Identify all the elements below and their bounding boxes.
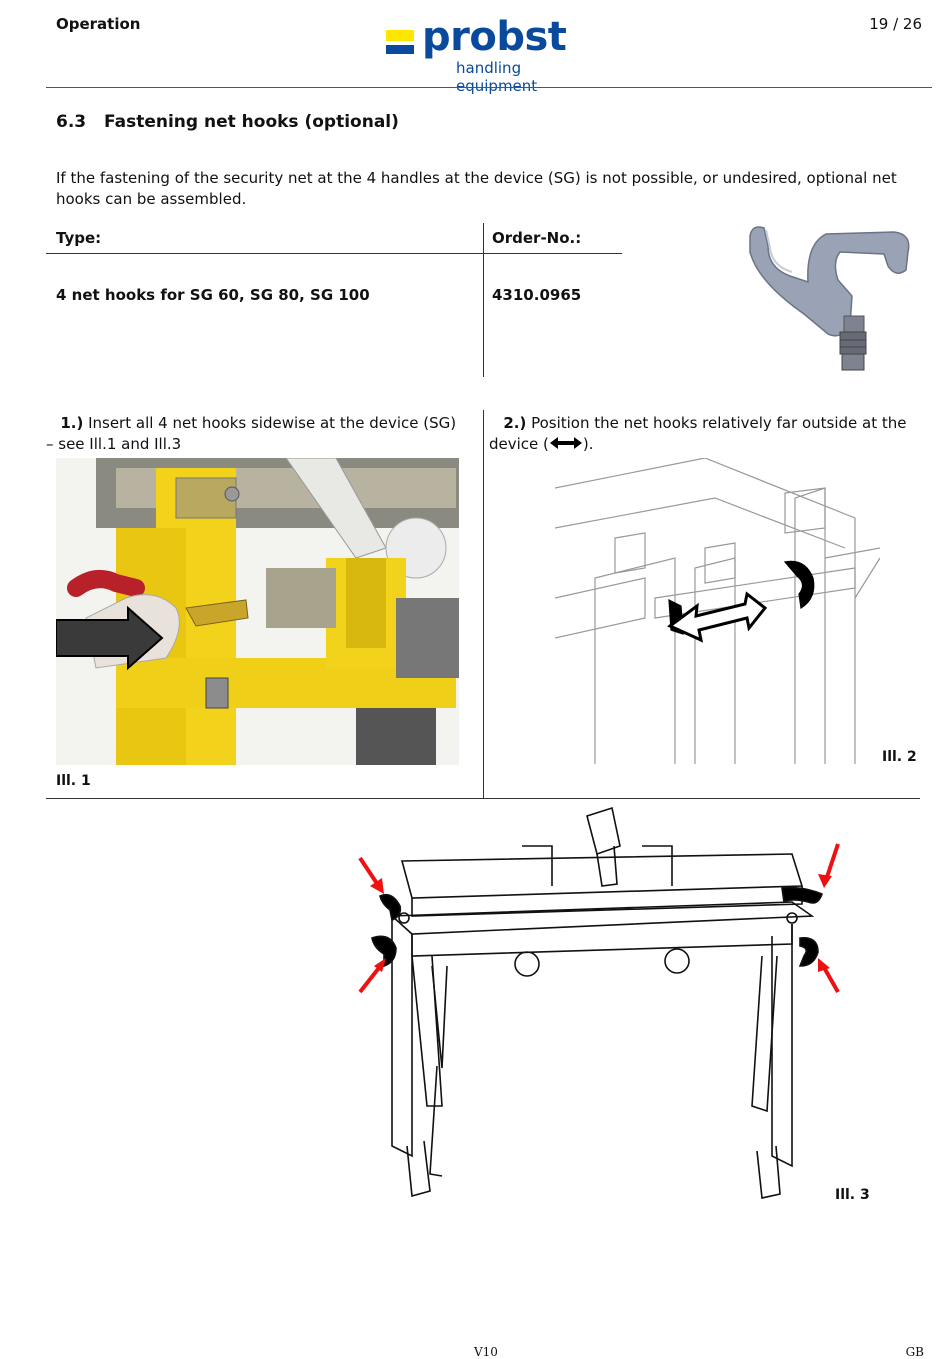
- section-heading: 6.3 Fastening net hooks (optional): [56, 112, 399, 132]
- logo-subtitle: handling equipment: [456, 59, 538, 95]
- step-1-body: Insert all 4 net hooks sidewise at the d…: [46, 414, 457, 453]
- footer-language: GB: [905, 1345, 924, 1359]
- net-hook-image: [749, 226, 910, 371]
- illustration-1-photo: [56, 458, 459, 765]
- double-arrow-icon: [549, 437, 582, 449]
- step-1-text: 1.) Insert all 4 net hooks sidewise at t…: [46, 413, 466, 455]
- intro-paragraph: If the fastening of the security net at …: [56, 169, 897, 208]
- probst-logo: probst handling equipment: [384, 14, 604, 95]
- step-1-number: 1.): [60, 414, 84, 432]
- section-number: 6.3: [56, 112, 87, 132]
- logo-yellow-bar: [386, 30, 414, 41]
- illustration-2-drawing: [555, 458, 880, 764]
- footer-version: V10: [474, 1345, 498, 1359]
- step-2-text: 2.) Position the net hooks relatively fa…: [489, 413, 919, 455]
- table-column-divider: [483, 223, 484, 377]
- step-2-body-a: Position the net hooks relatively far ou…: [489, 414, 907, 453]
- table-cell-type: 4 net hooks for SG 60, SG 80, SG 100: [56, 286, 370, 304]
- header-section-label: Operation: [56, 15, 141, 33]
- header-rule: [46, 87, 932, 88]
- illustration-divider-horizontal: [46, 798, 920, 799]
- table-header-rule: [46, 253, 622, 254]
- page-number: 19 / 26: [869, 15, 922, 33]
- illustration-divider-vertical: [483, 410, 484, 798]
- logo-wordmark: probst: [422, 14, 567, 60]
- section-title: Fastening net hooks (optional): [104, 112, 399, 132]
- table-header-order: Order-No.:: [492, 229, 582, 247]
- caption-ill-2: Ill. 2: [882, 749, 917, 765]
- table-header-type: Type:: [56, 229, 102, 247]
- step-2-body-b: ).: [582, 435, 594, 453]
- table-cell-order: 4310.0965: [492, 286, 582, 304]
- illustration-3-drawing: [358, 806, 840, 1199]
- caption-ill-1: Ill. 1: [56, 773, 91, 789]
- logo-blue-bar: [386, 45, 414, 54]
- caption-ill-3: Ill. 3: [835, 1187, 870, 1203]
- step-2-number: 2.): [503, 414, 527, 432]
